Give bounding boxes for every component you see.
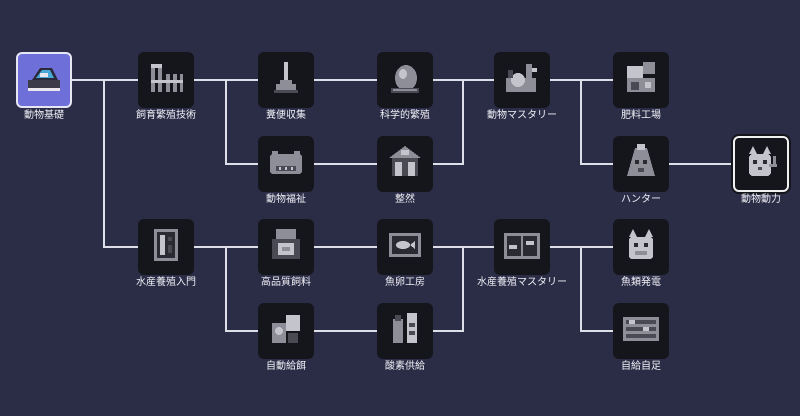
tech-node-manure-collection[interactable] bbox=[258, 52, 314, 108]
tech-node-label: 水産養殖入門 bbox=[136, 277, 196, 288]
tech-node-label: ハンター bbox=[621, 194, 661, 205]
tech-node-aquaculture-intro[interactable] bbox=[138, 219, 194, 275]
fish-panel-icon bbox=[621, 309, 661, 353]
animal-machine-icon bbox=[502, 58, 542, 102]
tech-node-label: 動物福祉 bbox=[266, 194, 306, 205]
tech-node-label: 自給自足 bbox=[621, 361, 661, 372]
hunter-bag-icon bbox=[621, 142, 661, 186]
tech-node-breeding-tech[interactable] bbox=[138, 52, 194, 108]
tech-node-label: 酸素供給 bbox=[385, 361, 425, 372]
tech-node-label: 肥料工場 bbox=[621, 110, 661, 121]
tech-node-auto-feeding[interactable] bbox=[258, 303, 314, 359]
tech-node-roe-workshop[interactable] bbox=[377, 219, 433, 275]
fence-icon bbox=[146, 58, 186, 102]
plunger-icon bbox=[266, 58, 306, 102]
egg-icon bbox=[385, 58, 425, 102]
tech-node-oxygen-supply[interactable] bbox=[377, 303, 433, 359]
tech-node-label: 糞便収集 bbox=[266, 110, 306, 121]
pig-icon bbox=[266, 142, 306, 186]
tech-node-animal-welfare[interactable] bbox=[258, 136, 314, 192]
tech-node-self-sufficiency[interactable] bbox=[613, 303, 669, 359]
barn-icon bbox=[385, 142, 425, 186]
fertilizer-machine-icon bbox=[621, 58, 661, 102]
fish-cat-generator-icon bbox=[621, 225, 661, 269]
tech-node-label: 整然 bbox=[395, 194, 415, 205]
fish-tank-icon bbox=[385, 225, 425, 269]
tech-node-label: 高品質飼料 bbox=[261, 277, 311, 288]
connector-line bbox=[225, 247, 258, 332]
tech-node-fish-power[interactable] bbox=[613, 219, 669, 275]
tech-node-animal-mastery[interactable] bbox=[494, 52, 550, 108]
tech-node-label: 飼育繁殖技術 bbox=[136, 110, 196, 121]
tech-node-animal-power[interactable] bbox=[733, 136, 789, 192]
tech-node-label: 自動給餌 bbox=[266, 361, 306, 372]
feed-machine-icon bbox=[266, 225, 306, 269]
connector-line bbox=[433, 80, 464, 165]
tech-node-hunter[interactable] bbox=[613, 136, 669, 192]
tech-node-label: 動物マスタリー bbox=[487, 110, 557, 121]
tech-node-label: 動物動力 bbox=[741, 194, 781, 205]
oxygen-plant-icon bbox=[385, 309, 425, 353]
tech-node-label: 科学的繁殖 bbox=[380, 110, 430, 121]
cat-power-icon bbox=[741, 142, 781, 186]
pet-cage-icon bbox=[24, 58, 64, 102]
connector-line bbox=[433, 247, 464, 332]
aquarium-icon bbox=[502, 225, 542, 269]
tech-node-label: 水産養殖マスタリー bbox=[477, 277, 567, 288]
tech-node-scientific-breeding[interactable] bbox=[377, 52, 433, 108]
tech-node-label: 動物基礎 bbox=[24, 110, 64, 121]
auto-feeder-icon bbox=[266, 309, 306, 353]
aquaculture-book-icon bbox=[146, 225, 186, 269]
connector-line bbox=[580, 80, 613, 165]
tech-node-premium-feed[interactable] bbox=[258, 219, 314, 275]
tech-node-orderly[interactable] bbox=[377, 136, 433, 192]
connector-line bbox=[225, 80, 258, 165]
connector-line bbox=[103, 80, 138, 248]
tech-node-aquaculture-mastery[interactable] bbox=[494, 219, 550, 275]
tech-node-label: 魚卵工房 bbox=[385, 277, 425, 288]
connector-line bbox=[580, 247, 613, 332]
tech-node-animal-basics[interactable] bbox=[16, 52, 72, 108]
tech-node-fertilizer-plant[interactable] bbox=[613, 52, 669, 108]
tech-node-label: 魚類発電 bbox=[621, 277, 661, 288]
